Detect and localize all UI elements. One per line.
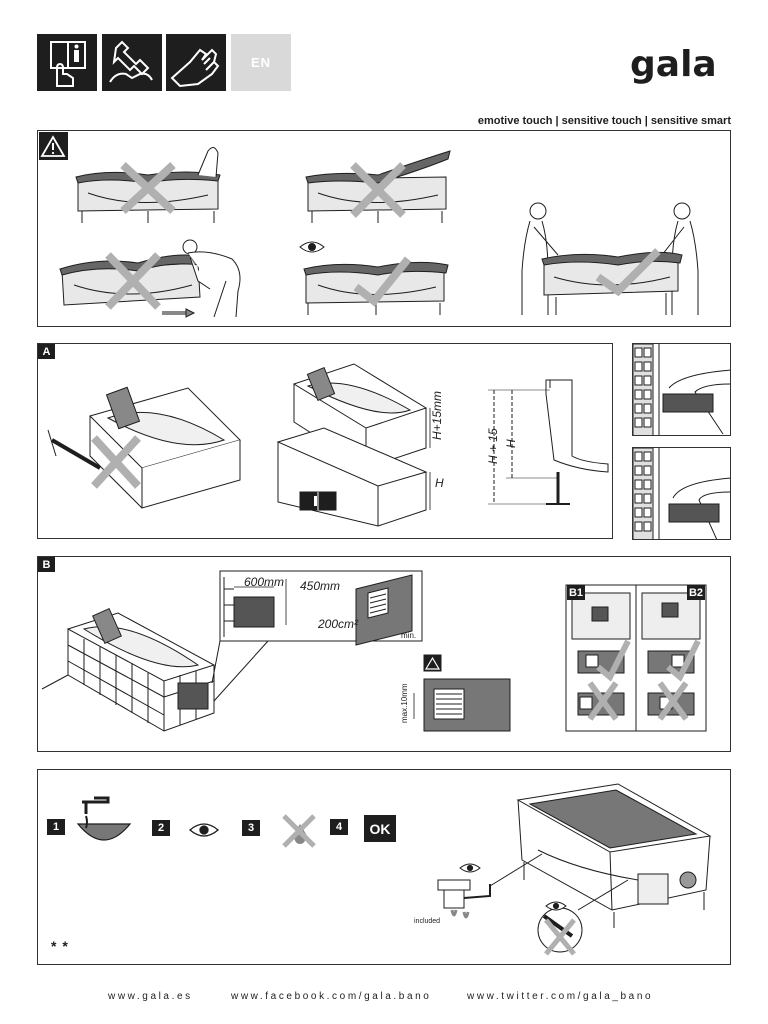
note-marker: * *	[51, 938, 69, 954]
drain-detail	[437, 863, 583, 956]
wall-detail-top-drawing	[633, 344, 730, 435]
tub-sealant-wrong	[47, 386, 241, 509]
step-1-tag: 1	[47, 819, 65, 835]
dim-h-base: H	[435, 476, 444, 490]
testing-panel: 1 2 3 4 included	[37, 769, 731, 965]
step-3-tag: 3	[242, 820, 260, 836]
manual-read-icon	[37, 34, 97, 91]
two-person-lift-correct	[521, 202, 699, 315]
dim-h-plus-15: H + 15	[486, 428, 500, 464]
dim-450mm: 450mm	[300, 579, 341, 593]
footer-twitter-link[interactable]: www.twitter.com/gala_bano	[467, 991, 654, 1002]
gala-logo: gala	[630, 44, 717, 84]
section-b-tag: B	[38, 557, 55, 572]
included-label: included	[414, 918, 441, 925]
brand-text: gala	[630, 44, 717, 84]
footer-facebook-link[interactable]: www.facebook.com/gala.bano	[231, 991, 432, 1002]
dim-600mm: 600mm	[244, 575, 285, 589]
handling-panel	[37, 130, 731, 327]
installer-tools-icon	[102, 34, 162, 91]
b2-tag: B2	[687, 585, 705, 600]
warning-triangle-icon-b	[423, 654, 442, 672]
handling-illustration	[39, 132, 699, 318]
manual-book-icon	[299, 491, 337, 511]
tap-fill-icon	[76, 796, 132, 841]
tiled-tub	[41, 607, 216, 732]
eye-icon-step2	[189, 823, 219, 837]
section-a-tag: A	[38, 344, 55, 359]
eye-icon-pipe	[545, 901, 567, 911]
min-label: min.	[401, 631, 417, 640]
max-10mm-label: max.10mm	[400, 683, 409, 723]
product-line-text: emotive touch | sensitive touch | sensit…	[477, 115, 731, 127]
eye-icon	[299, 241, 325, 253]
testing-illustration	[76, 783, 712, 956]
leak-drop-crossed-icon	[282, 814, 316, 848]
access-panel-callout	[211, 570, 423, 702]
footer-website-link[interactable]: www.gala.es	[108, 991, 193, 1002]
tub-drag-wrong	[59, 239, 241, 318]
wall-detail-bottom-drawing	[633, 448, 730, 539]
dim-h-section: H	[504, 439, 518, 448]
b1-b2-comparison	[565, 584, 707, 732]
dim-h-15mm: H+15mm	[430, 390, 444, 440]
section-b-illustration	[41, 570, 707, 732]
tub-lift-by-rim-wrong	[75, 147, 221, 223]
wall-detail-top	[632, 343, 731, 436]
section-a-panel: H+15mm H H + 15 H A	[37, 343, 613, 539]
language-badge: EN	[231, 34, 291, 91]
hand-care-icon	[166, 34, 226, 91]
b1-tag: B1	[567, 585, 585, 600]
section-b-panel: 600mm 450mm 200cm² min. max.10mm B B1 B2	[37, 556, 731, 752]
dim-200cm2: 200cm²	[318, 617, 359, 631]
wall-detail-bottom	[632, 447, 731, 540]
step-2-tag: 2	[152, 820, 170, 836]
warning-triangle-icon	[39, 132, 68, 160]
tub-on-base	[276, 363, 431, 527]
eye-icon-drain	[459, 863, 481, 873]
tub-lift-by-frame-wrong	[305, 150, 451, 223]
step-4-tag: 4	[330, 819, 348, 835]
cross-section-drawing	[488, 379, 609, 505]
section-a-illustration	[47, 363, 609, 527]
full-tub-drawing	[489, 783, 712, 928]
tub-correct-view	[299, 241, 449, 315]
vent-grille	[413, 654, 511, 732]
ok-badge: OK	[364, 815, 396, 842]
